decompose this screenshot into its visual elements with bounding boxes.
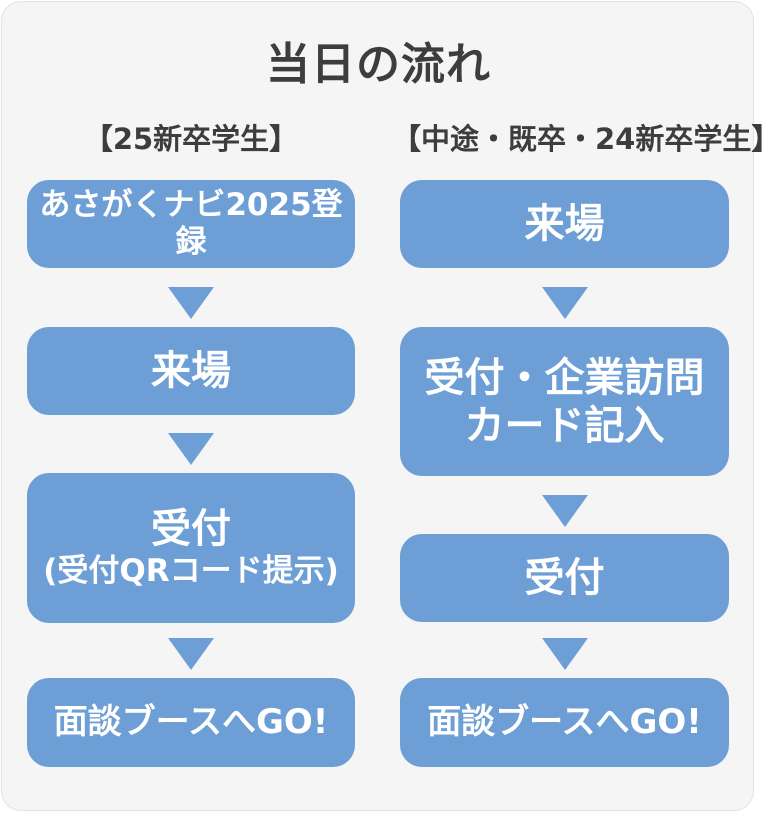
step-label: 来場 [524, 201, 605, 247]
step-label: 受付・企業訪問 [424, 354, 705, 401]
down-arrow-icon [168, 287, 214, 319]
right-step-arrival: 来場 [400, 180, 729, 268]
left-step-go-booth: 面談ブースへGO! [27, 678, 355, 767]
left-step-register: あさがくナビ2025登録 [27, 180, 355, 268]
step-label: 面談ブースへGO! [53, 702, 329, 743]
down-arrow-icon [542, 495, 588, 527]
left-step-arrival: 来場 [27, 327, 355, 415]
left-step-reception: 受付 (受付QRコード提示) [27, 473, 355, 623]
right-column-heading: 【中途・既卒・24新卒学生】 [392, 122, 780, 156]
step-label: あさがくナビ2025登録 [39, 186, 343, 260]
step-label: 受付 [524, 555, 605, 601]
down-arrow-icon [542, 638, 588, 670]
step-label: 来場 [151, 348, 231, 394]
down-arrow-icon [168, 638, 214, 670]
page-title: 当日の流れ [266, 39, 491, 90]
down-arrow-icon [168, 433, 214, 465]
right-step-reception: 受付 [400, 534, 729, 622]
right-step-reception-card: 受付・企業訪問 カード記入 [400, 327, 729, 476]
step-label: 受付 [151, 506, 231, 553]
right-step-go-booth: 面談ブースへGO! [400, 678, 729, 767]
step-label: 面談ブースへGO! [427, 702, 702, 743]
down-arrow-icon [542, 287, 588, 319]
step-sublabel: カード記入 [464, 402, 665, 449]
step-sublabel: (受付QRコード提示) [43, 553, 339, 590]
left-column-heading: 【25新卒学生】 [83, 122, 299, 156]
